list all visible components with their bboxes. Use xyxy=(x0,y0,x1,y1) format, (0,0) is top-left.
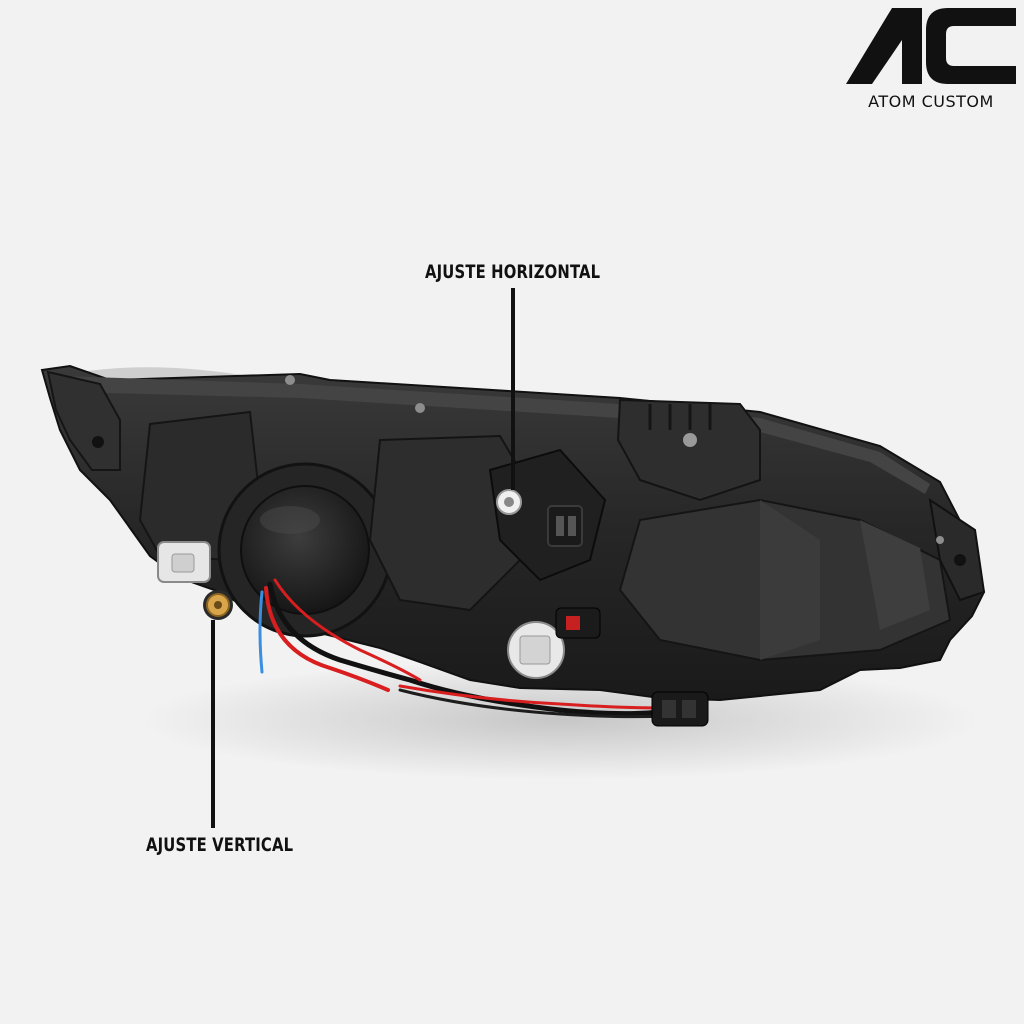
vertical-adjustment-label: AJUSTE VERTICAL xyxy=(146,834,294,856)
brand-name: ATOM CUSTOM xyxy=(868,92,994,111)
atom-custom-logo xyxy=(846,8,1016,84)
vent-fins xyxy=(648,404,712,430)
left-socket xyxy=(157,541,211,583)
right-mount-tab xyxy=(928,497,986,602)
center-block xyxy=(368,434,521,612)
bulb-cap xyxy=(240,485,370,615)
wire-connector-plug xyxy=(651,691,709,727)
red-socket-connector xyxy=(555,607,601,639)
wiring-harness xyxy=(258,578,666,719)
logo-letter-a xyxy=(846,8,922,84)
right-vent-block xyxy=(616,398,761,502)
horizontal-adjustment-label: AJUSTE HORIZONTAL xyxy=(425,261,601,283)
upper-flange xyxy=(60,376,930,494)
logo-letter-c xyxy=(926,8,1016,84)
lower-socket xyxy=(507,621,565,679)
vertical-adjuster-screw xyxy=(203,590,233,620)
